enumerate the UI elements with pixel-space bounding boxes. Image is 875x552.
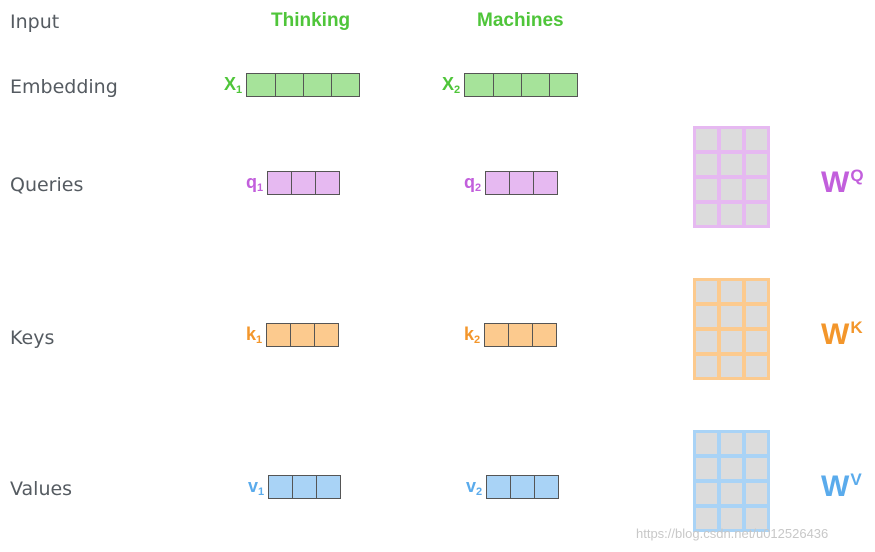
query-cells-q2 [485, 171, 559, 195]
value-vector-v2: v2 [466, 475, 560, 499]
weight-matrix-wq [693, 126, 770, 228]
value-vector-v1: v1 [248, 475, 342, 499]
value-cells-v2 [486, 475, 560, 499]
query-label-q2: q2 [464, 172, 482, 194]
weight-label-wk: WK [821, 318, 863, 351]
query-cells-q1 [267, 171, 341, 195]
key-label-k1: k1 [246, 324, 263, 346]
key-vector-k2: k2 [464, 323, 558, 347]
embedding-label-x1: X1 [224, 74, 243, 96]
key-label-k2: k2 [464, 324, 481, 346]
value-label-v1: v1 [248, 476, 265, 498]
key-vector-k1: k1 [246, 323, 340, 347]
query-label-q1: q1 [246, 172, 264, 194]
row-label-queries: Queries [10, 174, 84, 196]
value-label-v2: v2 [466, 476, 483, 498]
row-label-values: Values [10, 478, 73, 500]
key-cells-k1 [266, 323, 340, 347]
row-label-embedding: Embedding [10, 76, 118, 98]
weight-matrix-wk [693, 278, 770, 380]
row-label-keys: Keys [10, 327, 55, 349]
key-cells-k2 [484, 323, 558, 347]
value-cells-v1 [268, 475, 342, 499]
embedding-vector-x2: X2 [442, 73, 579, 97]
embedding-vector-x1: X1 [224, 73, 361, 97]
weight-matrix-wv [693, 430, 770, 532]
weight-label-wv: WV [821, 470, 862, 503]
embedding-label-x2: X2 [442, 74, 461, 96]
weight-label-wq: WQ [821, 166, 864, 199]
watermark-url: https://blog.csdn.net/u012526436 [636, 526, 829, 541]
embedding-cells-x1 [246, 73, 361, 97]
input-word-machines: Machines [477, 10, 564, 31]
row-label-input: Input [10, 11, 60, 33]
query-vector-q1: q1 [246, 171, 341, 195]
input-word-thinking: Thinking [271, 10, 351, 31]
embedding-cells-x2 [464, 73, 579, 97]
query-vector-q2: q2 [464, 171, 559, 195]
